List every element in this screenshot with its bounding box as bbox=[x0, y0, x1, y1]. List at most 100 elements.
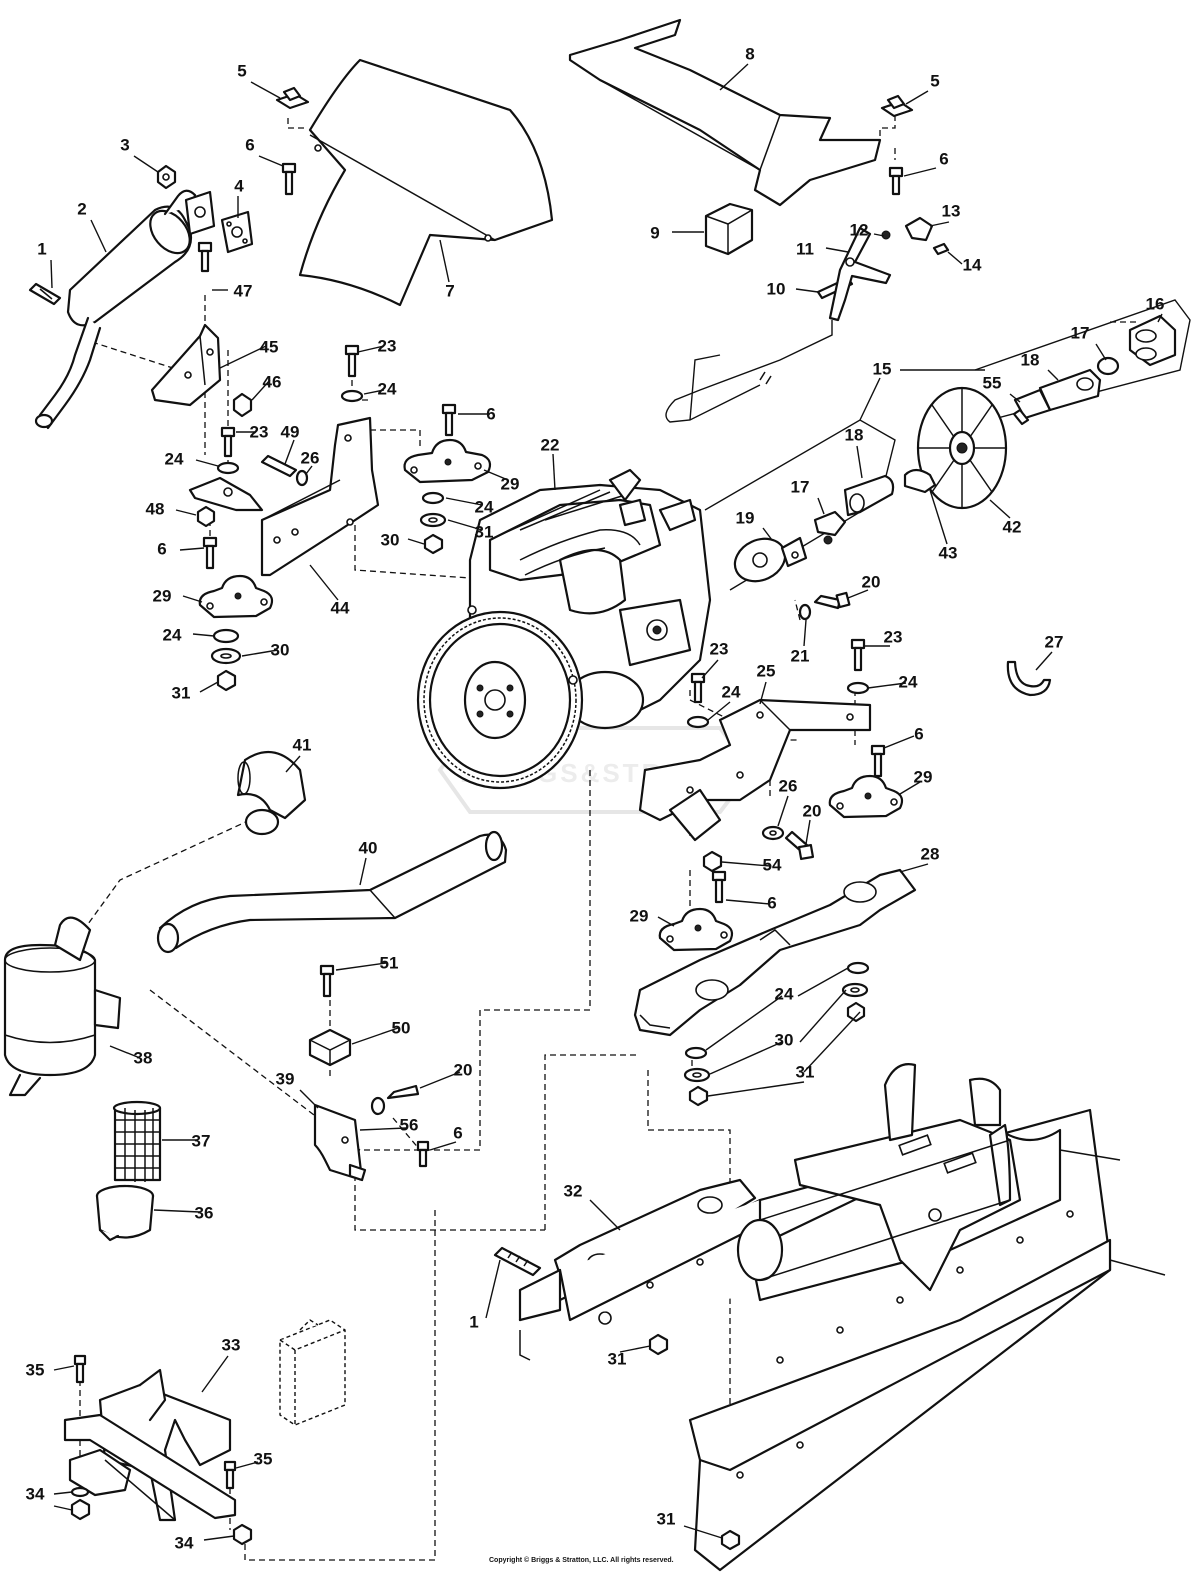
washer-26b bbox=[761, 825, 785, 841]
callout-11: 11 bbox=[796, 239, 814, 258]
callout-7: 7 bbox=[445, 281, 454, 300]
callout-40: 40 bbox=[359, 838, 378, 857]
callout-24-b: 24 bbox=[165, 449, 184, 468]
filter-cup bbox=[95, 1184, 155, 1242]
washer-24e bbox=[686, 715, 710, 729]
throttle-cable bbox=[665, 320, 833, 423]
callout-13: 13 bbox=[942, 201, 961, 220]
callout-23-a: 23 bbox=[378, 336, 397, 355]
callout-4: 4 bbox=[234, 176, 244, 195]
nut-31e bbox=[720, 1529, 741, 1551]
clip-nut-left bbox=[275, 86, 310, 110]
bolt-6b bbox=[888, 166, 904, 196]
nut-31b bbox=[216, 669, 237, 692]
bolt-6g bbox=[416, 1140, 430, 1168]
muffler-bracket bbox=[150, 323, 222, 407]
callout-17-a: 17 bbox=[1071, 323, 1090, 342]
engine-plate bbox=[633, 868, 917, 1037]
callout-17-b: 17 bbox=[791, 477, 810, 496]
mount-isolator-29d bbox=[658, 907, 734, 952]
bolt-6f bbox=[711, 870, 727, 904]
callout-6-f: 6 bbox=[767, 893, 776, 912]
callout-31-a: 31 bbox=[475, 522, 494, 541]
callout-12: 12 bbox=[850, 220, 869, 239]
bolt-23d bbox=[850, 638, 866, 672]
washer-26a bbox=[295, 469, 309, 487]
callout-6-b: 6 bbox=[939, 149, 948, 168]
mount-isolator-29a bbox=[403, 438, 492, 484]
bolt-6c bbox=[441, 403, 457, 437]
callout-41: 41 bbox=[293, 735, 312, 754]
callout-24-e: 24 bbox=[722, 682, 741, 701]
callout-1-bottom: 1 bbox=[469, 1312, 478, 1331]
callout-38: 38 bbox=[134, 1048, 153, 1067]
callout-34-a: 34 bbox=[26, 1484, 45, 1503]
bolt-49 bbox=[260, 454, 298, 478]
bolt-6e bbox=[870, 744, 886, 778]
bolt-35b bbox=[223, 1460, 237, 1490]
callout-29-b: 29 bbox=[153, 586, 172, 605]
callout-39: 39 bbox=[276, 1069, 295, 1088]
callout-6-c: 6 bbox=[486, 404, 495, 423]
callout-23-d: 23 bbox=[884, 627, 903, 646]
callout-33: 33 bbox=[222, 1335, 241, 1354]
callout-30-b: 30 bbox=[271, 640, 290, 659]
bolt-23c bbox=[690, 672, 706, 704]
intake-tube bbox=[156, 830, 508, 954]
engine-bracket-right bbox=[638, 698, 872, 842]
callout-24-f: 24 bbox=[899, 672, 918, 691]
washer-24c bbox=[421, 491, 445, 505]
intake-elbow bbox=[236, 750, 307, 836]
callout-35-b: 35 bbox=[254, 1449, 273, 1468]
callout-31-c: 31 bbox=[796, 1062, 815, 1081]
callout-31-b: 31 bbox=[172, 683, 191, 702]
callout-31-d: 31 bbox=[608, 1349, 627, 1368]
callout-27: 27 bbox=[1045, 632, 1064, 651]
callout-2: 2 bbox=[77, 199, 86, 218]
yoke-upper bbox=[1012, 314, 1177, 426]
callout-48: 48 bbox=[146, 499, 165, 518]
bolt-23b bbox=[220, 426, 236, 458]
washer-24a bbox=[340, 389, 364, 403]
callout-5-right: 5 bbox=[930, 71, 939, 90]
mount-isolator-29b bbox=[198, 574, 274, 619]
callout-42: 42 bbox=[1003, 517, 1022, 536]
callout-46: 46 bbox=[263, 372, 282, 391]
callout-14: 14 bbox=[963, 255, 982, 274]
callout-29-a: 29 bbox=[501, 474, 520, 493]
battery-tray bbox=[63, 1368, 237, 1522]
washer-24b bbox=[216, 461, 240, 475]
callout-19: 19 bbox=[736, 508, 755, 527]
washer-stack-left bbox=[683, 1046, 711, 1107]
cooling-fan bbox=[916, 386, 1008, 510]
callout-32: 32 bbox=[564, 1181, 583, 1200]
filter-element bbox=[112, 1100, 162, 1182]
air-cleaner bbox=[3, 916, 122, 1097]
block bbox=[704, 202, 754, 256]
clip-nut-right bbox=[880, 94, 914, 118]
cleaner-bracket bbox=[313, 1103, 367, 1182]
heat-shield bbox=[568, 18, 882, 207]
nut-48 bbox=[196, 505, 216, 528]
callout-24-g: 24 bbox=[775, 984, 794, 1003]
callout-20-c: 20 bbox=[454, 1060, 473, 1079]
callout-24-a: 24 bbox=[378, 379, 397, 398]
callout-18-b: 18 bbox=[845, 425, 864, 444]
callout-26-a: 26 bbox=[301, 448, 320, 467]
washer-stack-right bbox=[841, 961, 870, 1023]
callout-43: 43 bbox=[939, 543, 958, 562]
washer-24f bbox=[846, 681, 870, 695]
isolator-block bbox=[308, 1028, 352, 1067]
callout-47: 47 bbox=[234, 281, 253, 300]
bolt-6d bbox=[202, 536, 218, 570]
callout-24-d: 24 bbox=[163, 625, 182, 644]
leader-lines bbox=[50, 63, 1163, 1541]
callout-55: 55 bbox=[983, 373, 1002, 392]
callout-54: 54 bbox=[763, 855, 782, 874]
washer-56 bbox=[370, 1096, 386, 1116]
muffler bbox=[34, 189, 197, 430]
callout-37: 37 bbox=[192, 1131, 211, 1150]
callout-6-e: 6 bbox=[914, 724, 923, 743]
